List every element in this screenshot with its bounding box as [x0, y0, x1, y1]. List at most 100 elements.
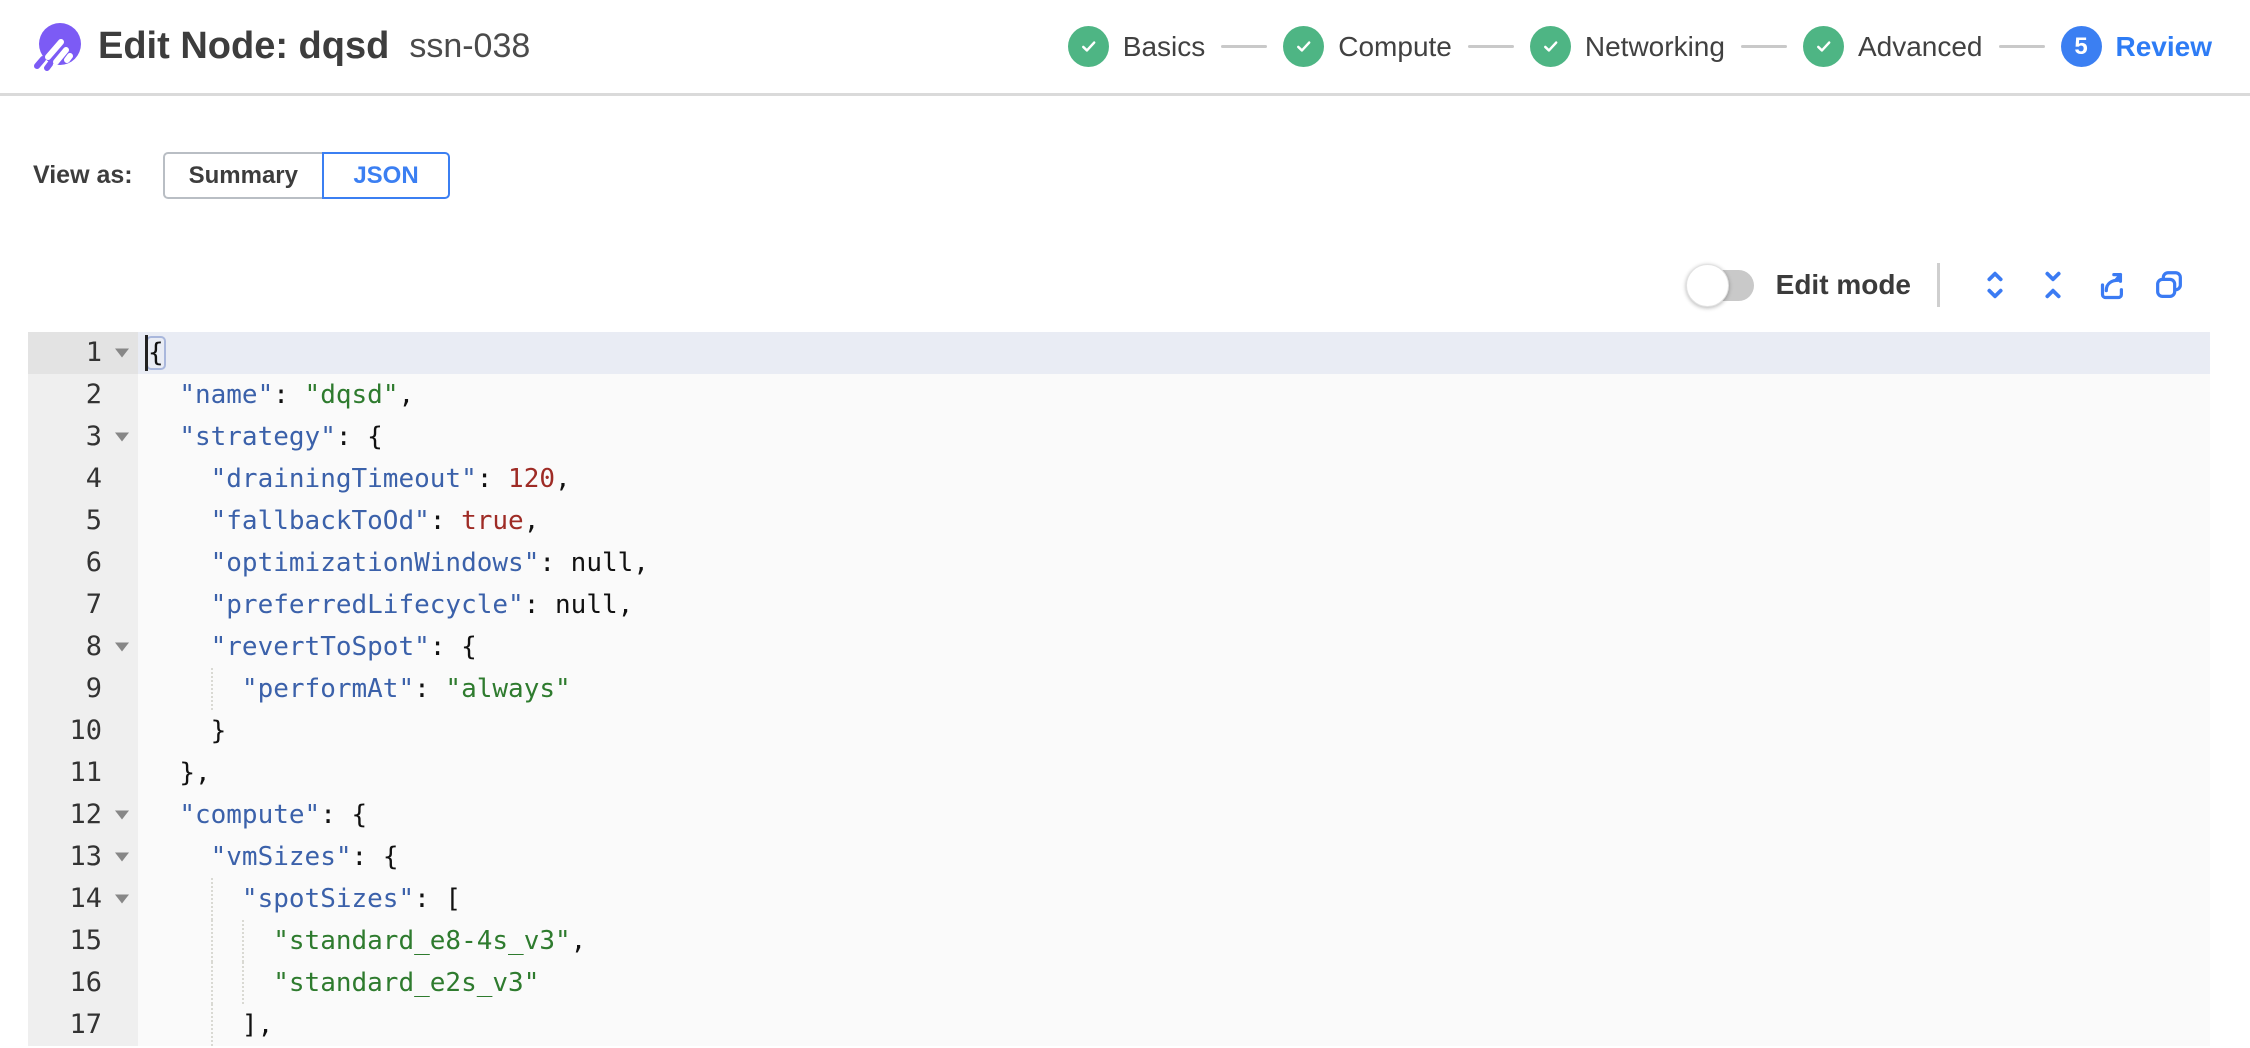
code-content[interactable]: "spotSizes": [ — [138, 878, 2210, 920]
code-line: 5 "fallbackToOd": true, — [28, 500, 2210, 542]
edit-mode-label: Edit mode — [1775, 269, 1911, 300]
step-label: Basics — [1122, 30, 1206, 62]
line-number: 11 — [28, 752, 138, 794]
view-as-control: View as: Summary JSON — [33, 152, 450, 199]
view-as-label: View as: — [33, 161, 133, 189]
line-number: 3 — [28, 416, 138, 458]
step-basics[interactable]: Basics — [1067, 26, 1206, 67]
step-compute[interactable]: Compute — [1283, 26, 1452, 67]
step-review[interactable]: 5 Review — [2060, 26, 2213, 67]
step-advanced[interactable]: Advanced — [1802, 26, 1983, 67]
check-icon — [1067, 26, 1109, 67]
step-label: Review — [2115, 30, 2213, 62]
line-number: 4 — [28, 458, 138, 500]
check-icon — [1802, 26, 1844, 67]
code-line: 7 "preferredLifecycle": null, — [28, 584, 2210, 626]
fold-arrow-icon[interactable] — [115, 348, 129, 358]
step-connector — [1467, 45, 1514, 48]
code-content[interactable]: "standard_e2s_v3" — [138, 962, 2210, 1004]
line-number: 5 — [28, 500, 138, 542]
line-number: 15 — [28, 920, 138, 962]
wizard-stepper: Basics Compute Networking Advanced 5 Review — [1067, 26, 2213, 67]
code-line: 8 "revertToSpot": { — [28, 626, 2210, 668]
indent-guide — [210, 1004, 213, 1046]
text-cursor — [145, 335, 148, 371]
line-number: 10 — [28, 710, 138, 752]
code-line: 6 "optimizationWindows": null, — [28, 542, 2210, 584]
code-line: 3 "strategy": { — [28, 416, 2210, 458]
indent-guide — [210, 878, 213, 920]
page-title: Edit Node: dqsd — [98, 25, 390, 67]
line-number: 8 — [28, 626, 138, 668]
check-icon — [1283, 26, 1325, 67]
code-content[interactable]: { — [138, 332, 2210, 374]
json-button[interactable]: JSON — [322, 152, 450, 199]
line-number: 14 — [28, 878, 138, 920]
indent-guide — [210, 920, 213, 962]
code-line: 17 ], — [28, 1004, 2210, 1046]
code-line: 10 } — [28, 710, 2210, 752]
code-content[interactable]: "strategy": { — [138, 416, 2210, 458]
code-content[interactable]: "standard_e8-4s_v3", — [138, 920, 2210, 962]
line-number: 16 — [28, 962, 138, 1004]
view-as-segmented: Summary JSON — [162, 152, 450, 199]
toggle-knob — [1685, 263, 1729, 307]
indent-guide — [210, 962, 213, 1004]
code-content[interactable]: }, — [138, 752, 2210, 794]
fold-arrow-icon[interactable] — [115, 432, 129, 442]
code-content[interactable]: "name": "dqsd", — [138, 374, 2210, 416]
copy-icon[interactable] — [2149, 265, 2189, 305]
step-connector — [1740, 45, 1787, 48]
code-line: 2 "name": "dqsd", — [28, 374, 2210, 416]
fold-arrow-icon[interactable] — [115, 642, 129, 652]
code-line: 12 "compute": { — [28, 794, 2210, 836]
comet-logo-icon — [34, 22, 81, 71]
line-number: 7 — [28, 584, 138, 626]
code-content[interactable]: ], — [138, 1004, 2210, 1046]
share-icon[interactable] — [2091, 265, 2131, 305]
line-number: 17 — [28, 1004, 138, 1046]
code-line: 15 "standard_e8-4s_v3", — [28, 920, 2210, 962]
code-content[interactable]: } — [138, 710, 2210, 752]
json-editor[interactable]: 1{2 "name": "dqsd",3 "strategy": {4 "dra… — [28, 332, 2210, 1046]
expand-all-icon[interactable] — [1975, 265, 2015, 305]
indent-guide — [241, 920, 244, 962]
step-connector — [1998, 45, 2045, 48]
indent-guide — [241, 962, 244, 1004]
step-number: 5 — [2060, 26, 2102, 67]
toolbar-divider — [1937, 263, 1940, 307]
line-number: 6 — [28, 542, 138, 584]
code-content[interactable]: "optimizationWindows": null, — [138, 542, 2210, 584]
line-number: 1 — [28, 332, 138, 374]
code-content[interactable]: "drainingTimeout": 120, — [138, 458, 2210, 500]
code-line: 11 }, — [28, 752, 2210, 794]
indent-guide — [210, 668, 213, 710]
editor-toolbar: Edit mode — [1685, 255, 2198, 315]
edit-mode-toggle[interactable] — [1685, 263, 1754, 307]
line-number: 12 — [28, 794, 138, 836]
fold-arrow-icon[interactable] — [115, 810, 129, 820]
line-number: 13 — [28, 836, 138, 878]
step-label: Advanced — [1857, 30, 1983, 62]
step-label: Compute — [1338, 30, 1452, 62]
collapse-all-icon[interactable] — [2033, 265, 2073, 305]
code-line: 4 "drainingTimeout": 120, — [28, 458, 2210, 500]
step-networking[interactable]: Networking — [1529, 26, 1725, 67]
code-content[interactable]: "fallbackToOd": true, — [138, 500, 2210, 542]
line-number: 2 — [28, 374, 138, 416]
code-line: 1{ — [28, 332, 2210, 374]
code-content[interactable]: "compute": { — [138, 794, 2210, 836]
code-content[interactable]: "vmSizes": { — [138, 836, 2210, 878]
check-icon — [1529, 26, 1571, 67]
line-number: 9 — [28, 668, 138, 710]
code-line: 13 "vmSizes": { — [28, 836, 2210, 878]
fold-arrow-icon[interactable] — [115, 894, 129, 904]
summary-button[interactable]: Summary — [162, 152, 322, 199]
code-content[interactable]: "preferredLifecycle": null, — [138, 584, 2210, 626]
code-content[interactable]: "performAt": "always" — [138, 668, 2210, 710]
code-content[interactable]: "revertToSpot": { — [138, 626, 2210, 668]
step-connector — [1221, 45, 1268, 48]
fold-arrow-icon[interactable] — [115, 852, 129, 862]
code-line: 16 "standard_e2s_v3" — [28, 962, 2210, 1004]
